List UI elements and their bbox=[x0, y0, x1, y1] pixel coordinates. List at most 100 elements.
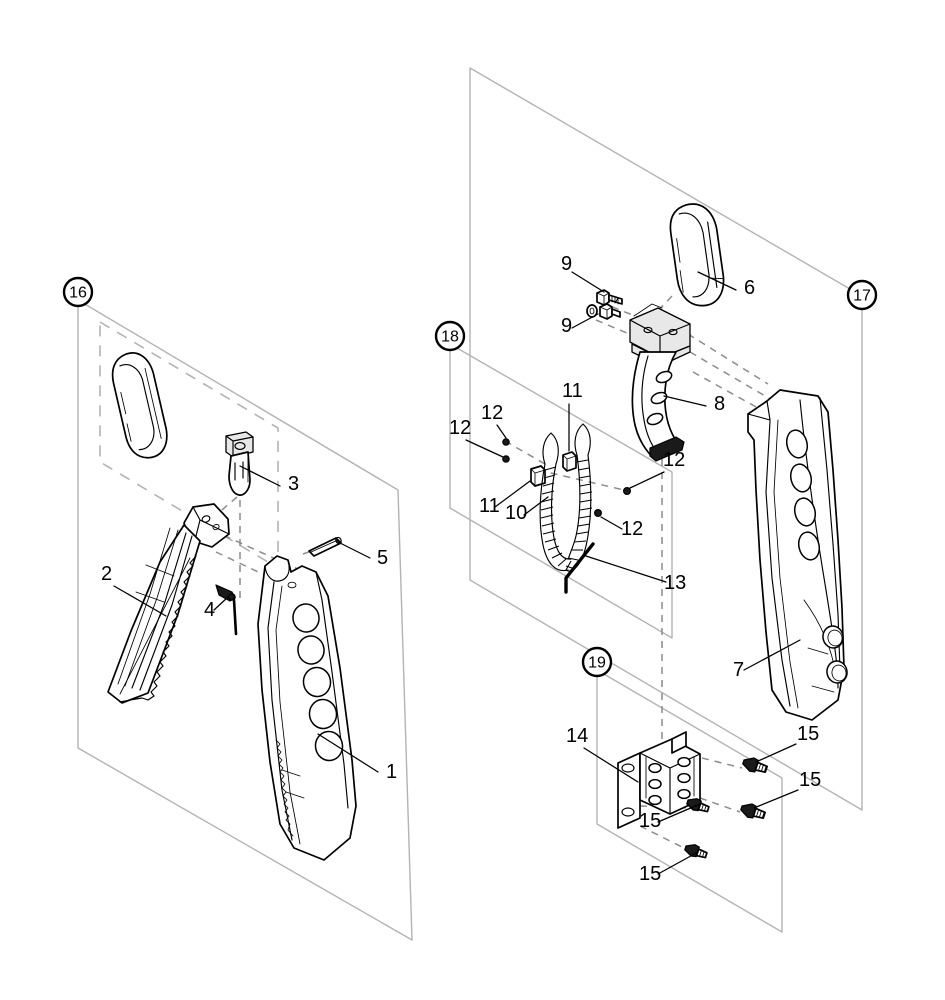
part-12-screws bbox=[502, 438, 631, 518]
part-label-14: 14 bbox=[566, 725, 588, 747]
carabiner-gate-gap bbox=[676, 238, 684, 293]
callout-18-circle[interactable] bbox=[434, 320, 466, 352]
part-label-9a: 9 bbox=[561, 253, 572, 275]
screw15d-shank bbox=[695, 848, 708, 859]
screw15b-head bbox=[740, 803, 758, 819]
handle1-front-crease bbox=[267, 581, 293, 841]
pruner-band-1 bbox=[145, 564, 175, 577]
carabiner-spine bbox=[707, 221, 718, 289]
pruner-band-2 bbox=[135, 591, 165, 603]
align-bracket-to-handle-a bbox=[687, 333, 769, 385]
screw15a-head bbox=[742, 757, 760, 773]
screw15c-thread bbox=[701, 804, 707, 812]
leader-2 bbox=[113, 585, 167, 617]
pruner-body-crease-b bbox=[131, 532, 187, 689]
plate14-right-flange bbox=[671, 731, 687, 754]
pruner-body-crease-d bbox=[117, 527, 171, 685]
bracket8-foot bbox=[649, 436, 685, 462]
part-label-7: 7 bbox=[733, 659, 744, 681]
carabiner-body bbox=[669, 203, 725, 307]
panel-17-frame bbox=[469, 67, 863, 811]
part-9-bolt-upper bbox=[596, 289, 623, 306]
handle1-front-crease2 bbox=[275, 585, 301, 845]
align-screw12b bbox=[537, 469, 625, 491]
part-8-holster-bracket bbox=[629, 303, 691, 462]
handle1-grip-hole-4 bbox=[308, 698, 338, 730]
screw12-d bbox=[593, 509, 602, 518]
part-2-pruner-arm bbox=[107, 503, 230, 704]
callout-19[interactable]: 19 bbox=[581, 646, 613, 678]
handle7-top-notch bbox=[747, 400, 771, 421]
callout-17[interactable]: 17 bbox=[846, 279, 878, 311]
panel-19-frame bbox=[596, 669, 783, 933]
carabiner-ghost-notch bbox=[120, 391, 132, 442]
leader-4 bbox=[213, 596, 229, 611]
handle7-boss-2 bbox=[826, 660, 848, 684]
pruner-body-crease-c bbox=[124, 529, 179, 687]
pruner-saw-teeth bbox=[119, 555, 197, 703]
cotter-pin-head bbox=[215, 584, 236, 602]
bolt9b-shaft bbox=[611, 308, 621, 318]
screw15-a bbox=[742, 757, 768, 774]
part-1-handle-body bbox=[257, 555, 357, 861]
part-label-10: 10 bbox=[505, 502, 527, 524]
pruner-body bbox=[107, 524, 201, 704]
handle7-outline bbox=[747, 389, 845, 721]
callout-19-circle[interactable] bbox=[581, 646, 613, 678]
align-screw12a bbox=[504, 440, 546, 465]
part-10-coiled-lanyard bbox=[539, 423, 593, 572]
align-plate-screw-d bbox=[639, 825, 689, 851]
clip-shank bbox=[228, 451, 251, 496]
screw15-b bbox=[740, 803, 766, 820]
part-label-12c: 12 bbox=[663, 449, 685, 471]
sleeve11-lower-face bbox=[530, 468, 546, 487]
leader-9b bbox=[571, 313, 599, 329]
part-label-15d: 15 bbox=[639, 863, 661, 885]
plate14-flange-hole-top bbox=[621, 763, 635, 773]
align-carabiner-to-bracket bbox=[654, 295, 673, 315]
part-6-carabiner bbox=[669, 203, 725, 307]
handle1-grip-hole-3 bbox=[302, 666, 332, 698]
handle7-lower-band-1 bbox=[807, 647, 829, 655]
leader-15c bbox=[657, 803, 701, 823]
leader-11b bbox=[494, 480, 531, 508]
part-label-12b: 12 bbox=[449, 417, 471, 439]
align-bolt9b bbox=[595, 319, 635, 337]
leader-14 bbox=[583, 747, 639, 783]
bracket8-hole-1 bbox=[655, 370, 673, 384]
bolt9b-head bbox=[599, 303, 613, 320]
callout-17-circle[interactable] bbox=[846, 279, 878, 311]
callout-18[interactable]: 18 bbox=[434, 320, 466, 352]
plate14-hole-1 bbox=[648, 762, 662, 774]
screw15c-head bbox=[686, 798, 702, 812]
callout-16-circle[interactable] bbox=[62, 276, 94, 308]
leader-15b bbox=[753, 789, 799, 809]
sleeve11-upper-face bbox=[562, 454, 577, 472]
handle1-band-1 bbox=[281, 769, 301, 777]
handle1-serration bbox=[275, 739, 294, 837]
callout-16[interactable]: 16 bbox=[62, 276, 94, 308]
bracket8-boss-1 bbox=[643, 326, 653, 334]
leader-12b bbox=[465, 439, 504, 458]
handle1-grip-hole-5 bbox=[314, 730, 344, 762]
part-3-spring-clip bbox=[225, 431, 254, 496]
leader-15a bbox=[755, 743, 797, 763]
part-label-2: 2 bbox=[101, 563, 112, 585]
handle1-band-2 bbox=[285, 791, 305, 799]
part-7-handle-large bbox=[747, 389, 848, 721]
part-13-hex-key bbox=[564, 542, 595, 594]
part-label-8: 8 bbox=[714, 393, 725, 415]
callout-19-label: 19 bbox=[588, 655, 606, 672]
carabiner-ghost-spine bbox=[144, 367, 162, 439]
screw15-c bbox=[686, 798, 710, 813]
handle7-boss-2-inner bbox=[831, 664, 847, 682]
part-9-bolt-lower bbox=[586, 303, 621, 320]
bolt9a-head-face bbox=[596, 292, 610, 306]
part-label-9b: 9 bbox=[561, 315, 572, 337]
cotter-pin-eye bbox=[228, 593, 236, 601]
leader-lines bbox=[113, 271, 801, 875]
pivot-pin-edge bbox=[310, 539, 339, 553]
plate14-hole-5 bbox=[648, 794, 662, 806]
leader-12c bbox=[629, 471, 665, 489]
